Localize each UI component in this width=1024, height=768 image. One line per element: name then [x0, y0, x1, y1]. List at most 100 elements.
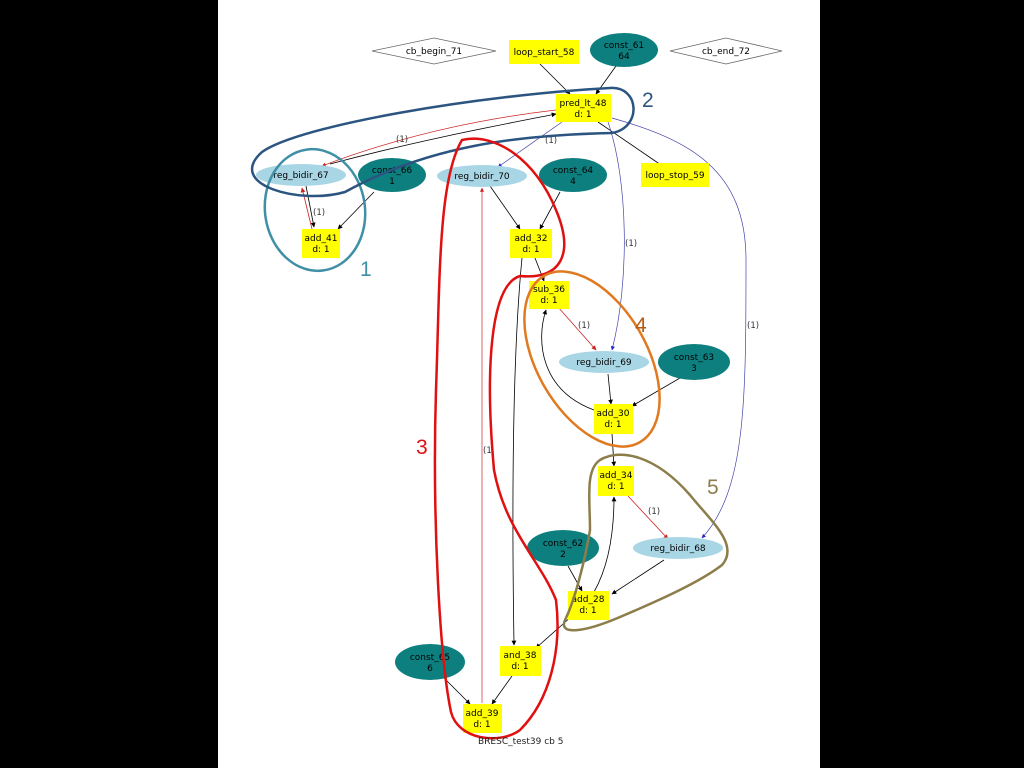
edge-add_28-and_38 — [535, 615, 573, 649]
group-5-outline — [562, 453, 729, 632]
nodes: cb_begin_71 cb_end_72 loop_start_58 pred… — [256, 33, 783, 733]
node-loop_start_58[interactable]: loop_start_58 — [509, 40, 579, 64]
edge-pred_lt_48-loop_stop_59 — [597, 121, 665, 168]
edge-pred_lt_48-reg_bidir_67 — [321, 109, 557, 167]
node-label: cb_begin_71 — [406, 47, 462, 57]
edge-label-pred_lt_48-reg_bidir_68: (1) — [747, 321, 759, 331]
group-4-label: 4 — [635, 314, 647, 337]
node-cb_end_72[interactable]: cb_end_72 — [669, 37, 783, 65]
node-add_34[interactable]: add_34 d: 1 — [598, 466, 634, 496]
edge-loop_start_58-pred_lt_48 — [539, 63, 571, 95]
edge-reg_bidir_68-add_28 — [611, 559, 665, 595]
node-label: add_39 — [466, 709, 499, 719]
edge-pred_lt_48-reg_bidir_69 — [607, 121, 625, 351]
node-reg_bidir_70[interactable]: reg_bidir_70 — [437, 165, 527, 187]
edge-pred_lt_48-reg_bidir_68 — [611, 117, 747, 539]
node-label: const_63 — [674, 353, 714, 363]
group-2-outline — [250, 86, 635, 198]
node-add_32[interactable]: add_32 d: 1 — [510, 229, 552, 258]
edge-reg_bidir_67-pred_lt_48 — [329, 112, 557, 165]
edge-add_34-reg_bidir_68 — [627, 495, 669, 540]
node-cb_begin_71[interactable]: cb_begin_71 — [371, 37, 497, 65]
node-sublabel: d: 1 — [579, 606, 596, 616]
node-label: loop_start_58 — [514, 48, 575, 58]
node-label: add_30 — [597, 409, 630, 419]
node-label: reg_bidir_69 — [576, 358, 632, 368]
node-const_64[interactable]: const_64 4 — [539, 158, 607, 192]
node-and_38[interactable]: and_38 d: 1 — [500, 646, 541, 676]
node-sublabel: d: 1 — [574, 110, 591, 120]
edge-label-sub_36-reg_bidir_69: (1) — [578, 321, 590, 331]
edge-reg_bidir_67-add_41 — [305, 185, 316, 228]
node-add_39[interactable]: add_39 d: 1 — [463, 704, 502, 733]
group-4-outline — [523, 270, 661, 448]
edge-const_62-add_28 — [567, 565, 583, 592]
node-sublabel: 2 — [560, 550, 566, 560]
graph-caption: BRESC_test39 cb 5 — [478, 737, 563, 747]
group-1-label: 1 — [360, 258, 372, 281]
node-label: loop_stop_59 — [645, 171, 704, 181]
edge-pred_lt_48-reg_bidir_70 — [497, 121, 563, 168]
node-sub_36[interactable]: sub_36 d: 1 — [529, 281, 569, 309]
edge-reg_bidir_69-add_30 — [607, 373, 613, 405]
node-sublabel: 64 — [618, 52, 630, 62]
edge-reg_bidir_70-add_32 — [489, 185, 521, 230]
edge-label-add_41-reg_bidir_67: (1) — [313, 208, 325, 218]
node-const_63[interactable]: const_63 3 — [658, 344, 730, 380]
node-label: const_62 — [543, 539, 583, 549]
node-label: and_38 — [504, 651, 537, 661]
group-2-label: 2 — [642, 89, 654, 112]
edge-add_30-sub_36 — [541, 309, 595, 411]
node-label: add_41 — [305, 234, 338, 244]
edge-sub_36-reg_bidir_69 — [557, 306, 597, 351]
node-sublabel: d: 1 — [522, 245, 539, 255]
node-const_62[interactable]: const_62 2 — [527, 530, 599, 566]
node-const_61[interactable]: const_61 64 — [590, 33, 658, 67]
node-sublabel: d: 1 — [540, 296, 557, 306]
node-reg_bidir_67[interactable]: reg_bidir_67 — [256, 164, 346, 186]
edge-add_32-and_38 — [511, 257, 523, 646]
edge-const_66-add_41 — [337, 191, 375, 230]
node-const_65[interactable]: const_65 6 — [395, 644, 465, 680]
node-sublabel: d: 1 — [511, 662, 528, 672]
node-label: cb_end_72 — [702, 47, 750, 57]
group-1-outline — [263, 147, 367, 273]
edge-const_63-add_30 — [631, 377, 681, 407]
edge-label-add_34-reg_bidir_68: (1) — [648, 507, 660, 517]
edge-and_38-add_39 — [491, 675, 513, 705]
node-label: const_65 — [410, 653, 450, 663]
node-label: reg_bidir_70 — [454, 172, 510, 182]
node-sublabel: 6 — [427, 664, 433, 674]
node-add_41[interactable]: add_41 d: 1 — [302, 229, 340, 258]
node-label: const_64 — [553, 166, 594, 176]
node-loop_stop_59[interactable]: loop_stop_59 — [641, 163, 709, 187]
node-label: reg_bidir_68 — [650, 544, 706, 554]
node-label: sub_36 — [533, 285, 565, 295]
node-label: pred_lt_48 — [560, 99, 607, 109]
edge-label-pred_lt_48-reg_bidir_70: (1) — [545, 136, 557, 146]
node-sublabel: d: 1 — [473, 720, 490, 730]
node-const_66[interactable]: const_66 1 — [358, 158, 426, 192]
group-3-label: 3 — [416, 436, 428, 459]
group-3-outline — [433, 137, 566, 740]
node-label: add_34 — [600, 471, 633, 481]
highlight-groups: 1 2 3 4 5 — [250, 86, 729, 740]
node-reg_bidir_69[interactable]: reg_bidir_69 — [559, 351, 649, 373]
node-label: const_61 — [604, 41, 644, 51]
node-sublabel: d: 1 — [607, 482, 624, 492]
node-sublabel: d: 1 — [604, 420, 621, 430]
node-label: add_32 — [515, 234, 548, 244]
node-sublabel: 1 — [389, 177, 395, 187]
slide-background — [218, 0, 820, 768]
node-add_30[interactable]: add_30 d: 1 — [594, 404, 633, 434]
edge-label-pred_lt_48-reg_bidir_69: (1) — [625, 239, 637, 249]
edge-add_28-add_34 — [593, 496, 617, 593]
edges: (1) (1) (1) (1) (1) (1) (1) (1 — [300, 63, 759, 705]
node-reg_bidir_68[interactable]: reg_bidir_68 — [633, 537, 723, 559]
node-sublabel: d: 1 — [312, 245, 329, 255]
edge-label-add_39-reg_bidir_70: (1 — [483, 446, 492, 456]
node-pred_lt_48[interactable]: pred_lt_48 d: 1 — [556, 94, 611, 122]
node-label: reg_bidir_67 — [273, 171, 328, 181]
node-label: add_28 — [572, 595, 605, 605]
node-sublabel: 4 — [570, 177, 576, 187]
